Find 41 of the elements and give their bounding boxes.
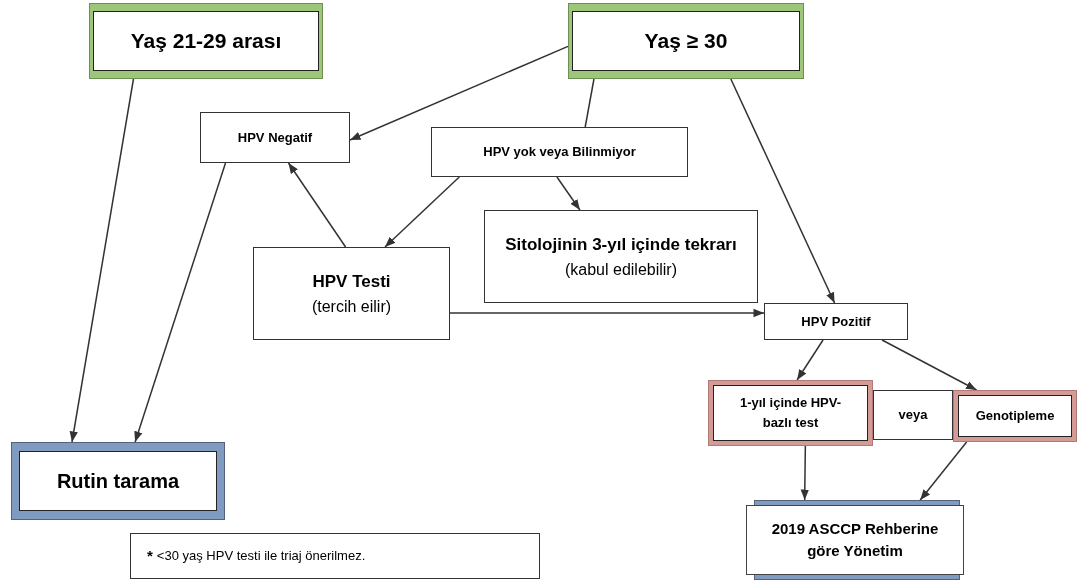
process-box	[708, 380, 873, 446]
process-box	[11, 442, 225, 520]
process-box	[200, 112, 350, 163]
node-text: Yaş 21-29 arası	[130, 28, 282, 55]
node-text: <30 yaş HPV testi ile triaj önerilmez.	[156, 547, 366, 566]
arrow	[134, 162, 227, 443]
arrow	[730, 78, 836, 304]
process-box	[431, 127, 688, 177]
arrow	[556, 176, 581, 211]
node-text: *	[147, 545, 153, 566]
node-text: Sitolojinin 3-yıl içinde tekrarı	[505, 233, 737, 256]
node-text: (kabul edilebilir)	[564, 259, 677, 280]
process-box	[253, 247, 450, 340]
node-text: HPV Testi	[312, 270, 391, 293]
node-text: Rutin tarama	[56, 469, 180, 494]
arrow	[796, 339, 824, 381]
arrow	[800, 445, 809, 501]
process-box	[484, 210, 758, 303]
node-text: veya	[898, 406, 928, 425]
process-box	[873, 390, 953, 440]
arrow	[449, 308, 765, 318]
arrow	[881, 339, 978, 391]
node-text: HPV Negatif	[237, 128, 313, 147]
arrow	[69, 78, 135, 443]
arrow	[287, 162, 347, 248]
process-box	[130, 533, 540, 579]
arrow	[919, 441, 968, 501]
process-box	[764, 303, 908, 340]
node-text: HPV Pozitif	[801, 312, 871, 331]
node-text: Genotipleme	[975, 407, 1055, 426]
node-text: Yaş ≥ 30	[644, 28, 728, 55]
node-text: 2019 ASCCP Rehberine göre Yönetim	[770, 519, 940, 561]
arrow	[384, 176, 460, 248]
process-box	[748, 500, 966, 580]
process-box	[953, 390, 1077, 442]
node-text: HPV yok veya Bilinmiyor	[483, 143, 636, 162]
process-box	[89, 3, 323, 79]
node-text: 1-yıl içinde HPV-bazlı test	[738, 394, 843, 432]
arrow	[349, 45, 569, 141]
process-box	[568, 3, 804, 79]
node-text: (tercih eilir)	[311, 296, 392, 317]
